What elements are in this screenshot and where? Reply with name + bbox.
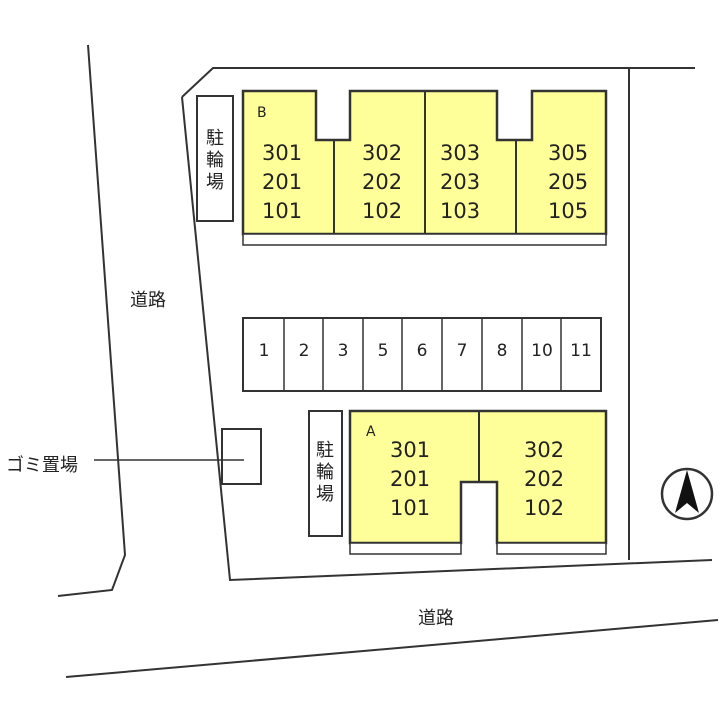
bicycle-parking-a-label-2: 輪 bbox=[316, 462, 334, 483]
south-road-label: 道路 bbox=[418, 608, 454, 629]
b-unit-1-room-3f: 301 bbox=[262, 141, 302, 165]
a-unit-1-room-2f: 201 bbox=[390, 467, 430, 491]
building-a-balcony-east bbox=[496, 542, 607, 555]
b-unit-1-room-1f: 101 bbox=[262, 199, 302, 223]
property-west-edge bbox=[181, 96, 713, 582]
parking-slot-label: 8 bbox=[497, 341, 508, 361]
bicycle-parking-b-label-1: 駐 bbox=[206, 128, 224, 149]
a-unit-2-room-2f: 202 bbox=[524, 467, 564, 491]
b-unit-4-room-3f: 305 bbox=[548, 141, 588, 165]
parking-slot-label: 2 bbox=[299, 341, 310, 361]
garbage-label: ゴミ置場 bbox=[6, 455, 78, 476]
north-arrow-icon bbox=[660, 467, 714, 521]
building-a-label: A bbox=[366, 424, 376, 440]
b-unit-4-room-1f: 105 bbox=[548, 199, 588, 223]
bicycle-parking-b-label-3: 場 bbox=[206, 172, 224, 193]
building-b-walls bbox=[333, 91, 517, 234]
b-unit-2-room-1f: 102 bbox=[362, 199, 402, 223]
b-unit-3-room-2f: 203 bbox=[440, 170, 480, 194]
parking-slot-label: 1 bbox=[259, 341, 270, 361]
b-unit-2-room-2f: 202 bbox=[362, 170, 402, 194]
a-unit-1-room-1f: 101 bbox=[390, 496, 430, 520]
bicycle-parking-a-label-3: 場 bbox=[316, 484, 334, 505]
parking-slot-label: 10 bbox=[531, 341, 553, 361]
bicycle-parking-a-label-1: 駐 bbox=[316, 440, 334, 461]
bicycle-parking-a bbox=[308, 410, 343, 537]
parking-area bbox=[242, 317, 602, 392]
parking-slot-label: 3 bbox=[338, 341, 349, 361]
property-boundary bbox=[181, 67, 695, 98]
south-road-edge bbox=[65, 619, 719, 678]
b-unit-3-room-3f: 303 bbox=[440, 141, 480, 165]
parking-slot-label: 5 bbox=[378, 341, 389, 361]
building-a-balcony-west bbox=[349, 542, 462, 555]
roads bbox=[57, 44, 719, 678]
a-unit-1-room-3f: 301 bbox=[390, 438, 430, 462]
b-unit-3-room-1f: 103 bbox=[440, 199, 480, 223]
west-road-edge bbox=[57, 44, 127, 597]
bicycle-parking-b bbox=[196, 95, 234, 222]
building-b-label: B bbox=[257, 105, 267, 121]
garbage-area bbox=[221, 428, 262, 485]
a-unit-2-room-3f: 302 bbox=[524, 438, 564, 462]
b-unit-2-room-3f: 302 bbox=[362, 141, 402, 165]
bicycle-parking-b-label-2: 輪 bbox=[206, 150, 224, 171]
parking-row: 1 2 3 5 6 7 8 10 11 bbox=[242, 317, 602, 392]
parking-slot-label: 7 bbox=[457, 341, 468, 361]
building-b: 駐 輪 場 B 301 201 101 302 202 102 303 203 … bbox=[196, 89, 608, 246]
parking-slot-label: 11 bbox=[570, 341, 592, 361]
b-unit-4-room-2f: 205 bbox=[548, 170, 588, 194]
building-b-balcony bbox=[242, 233, 607, 246]
parking-slot-label: 6 bbox=[417, 341, 428, 361]
a-unit-2-room-1f: 102 bbox=[524, 496, 564, 520]
building-a: 駐 輪 場 A 301 201 101 302 202 102 bbox=[308, 409, 608, 555]
west-road-label: 道路 bbox=[130, 290, 166, 311]
b-unit-1-room-2f: 201 bbox=[262, 170, 302, 194]
